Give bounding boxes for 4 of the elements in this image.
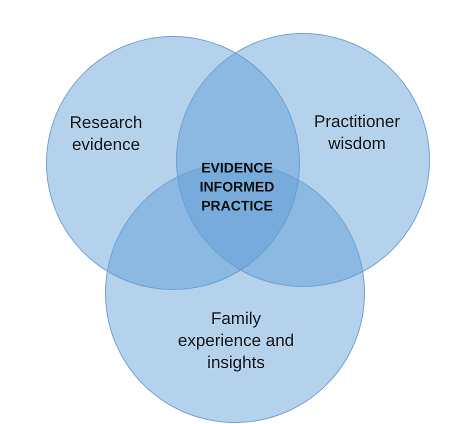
circle-label: Practitioner wisdom [313,110,401,155]
circle-label: Family experience and insights [176,308,296,374]
circle-label: Research evidence [68,112,144,156]
center-label: EVIDENCE INFORMED PRACTICE [198,158,276,216]
